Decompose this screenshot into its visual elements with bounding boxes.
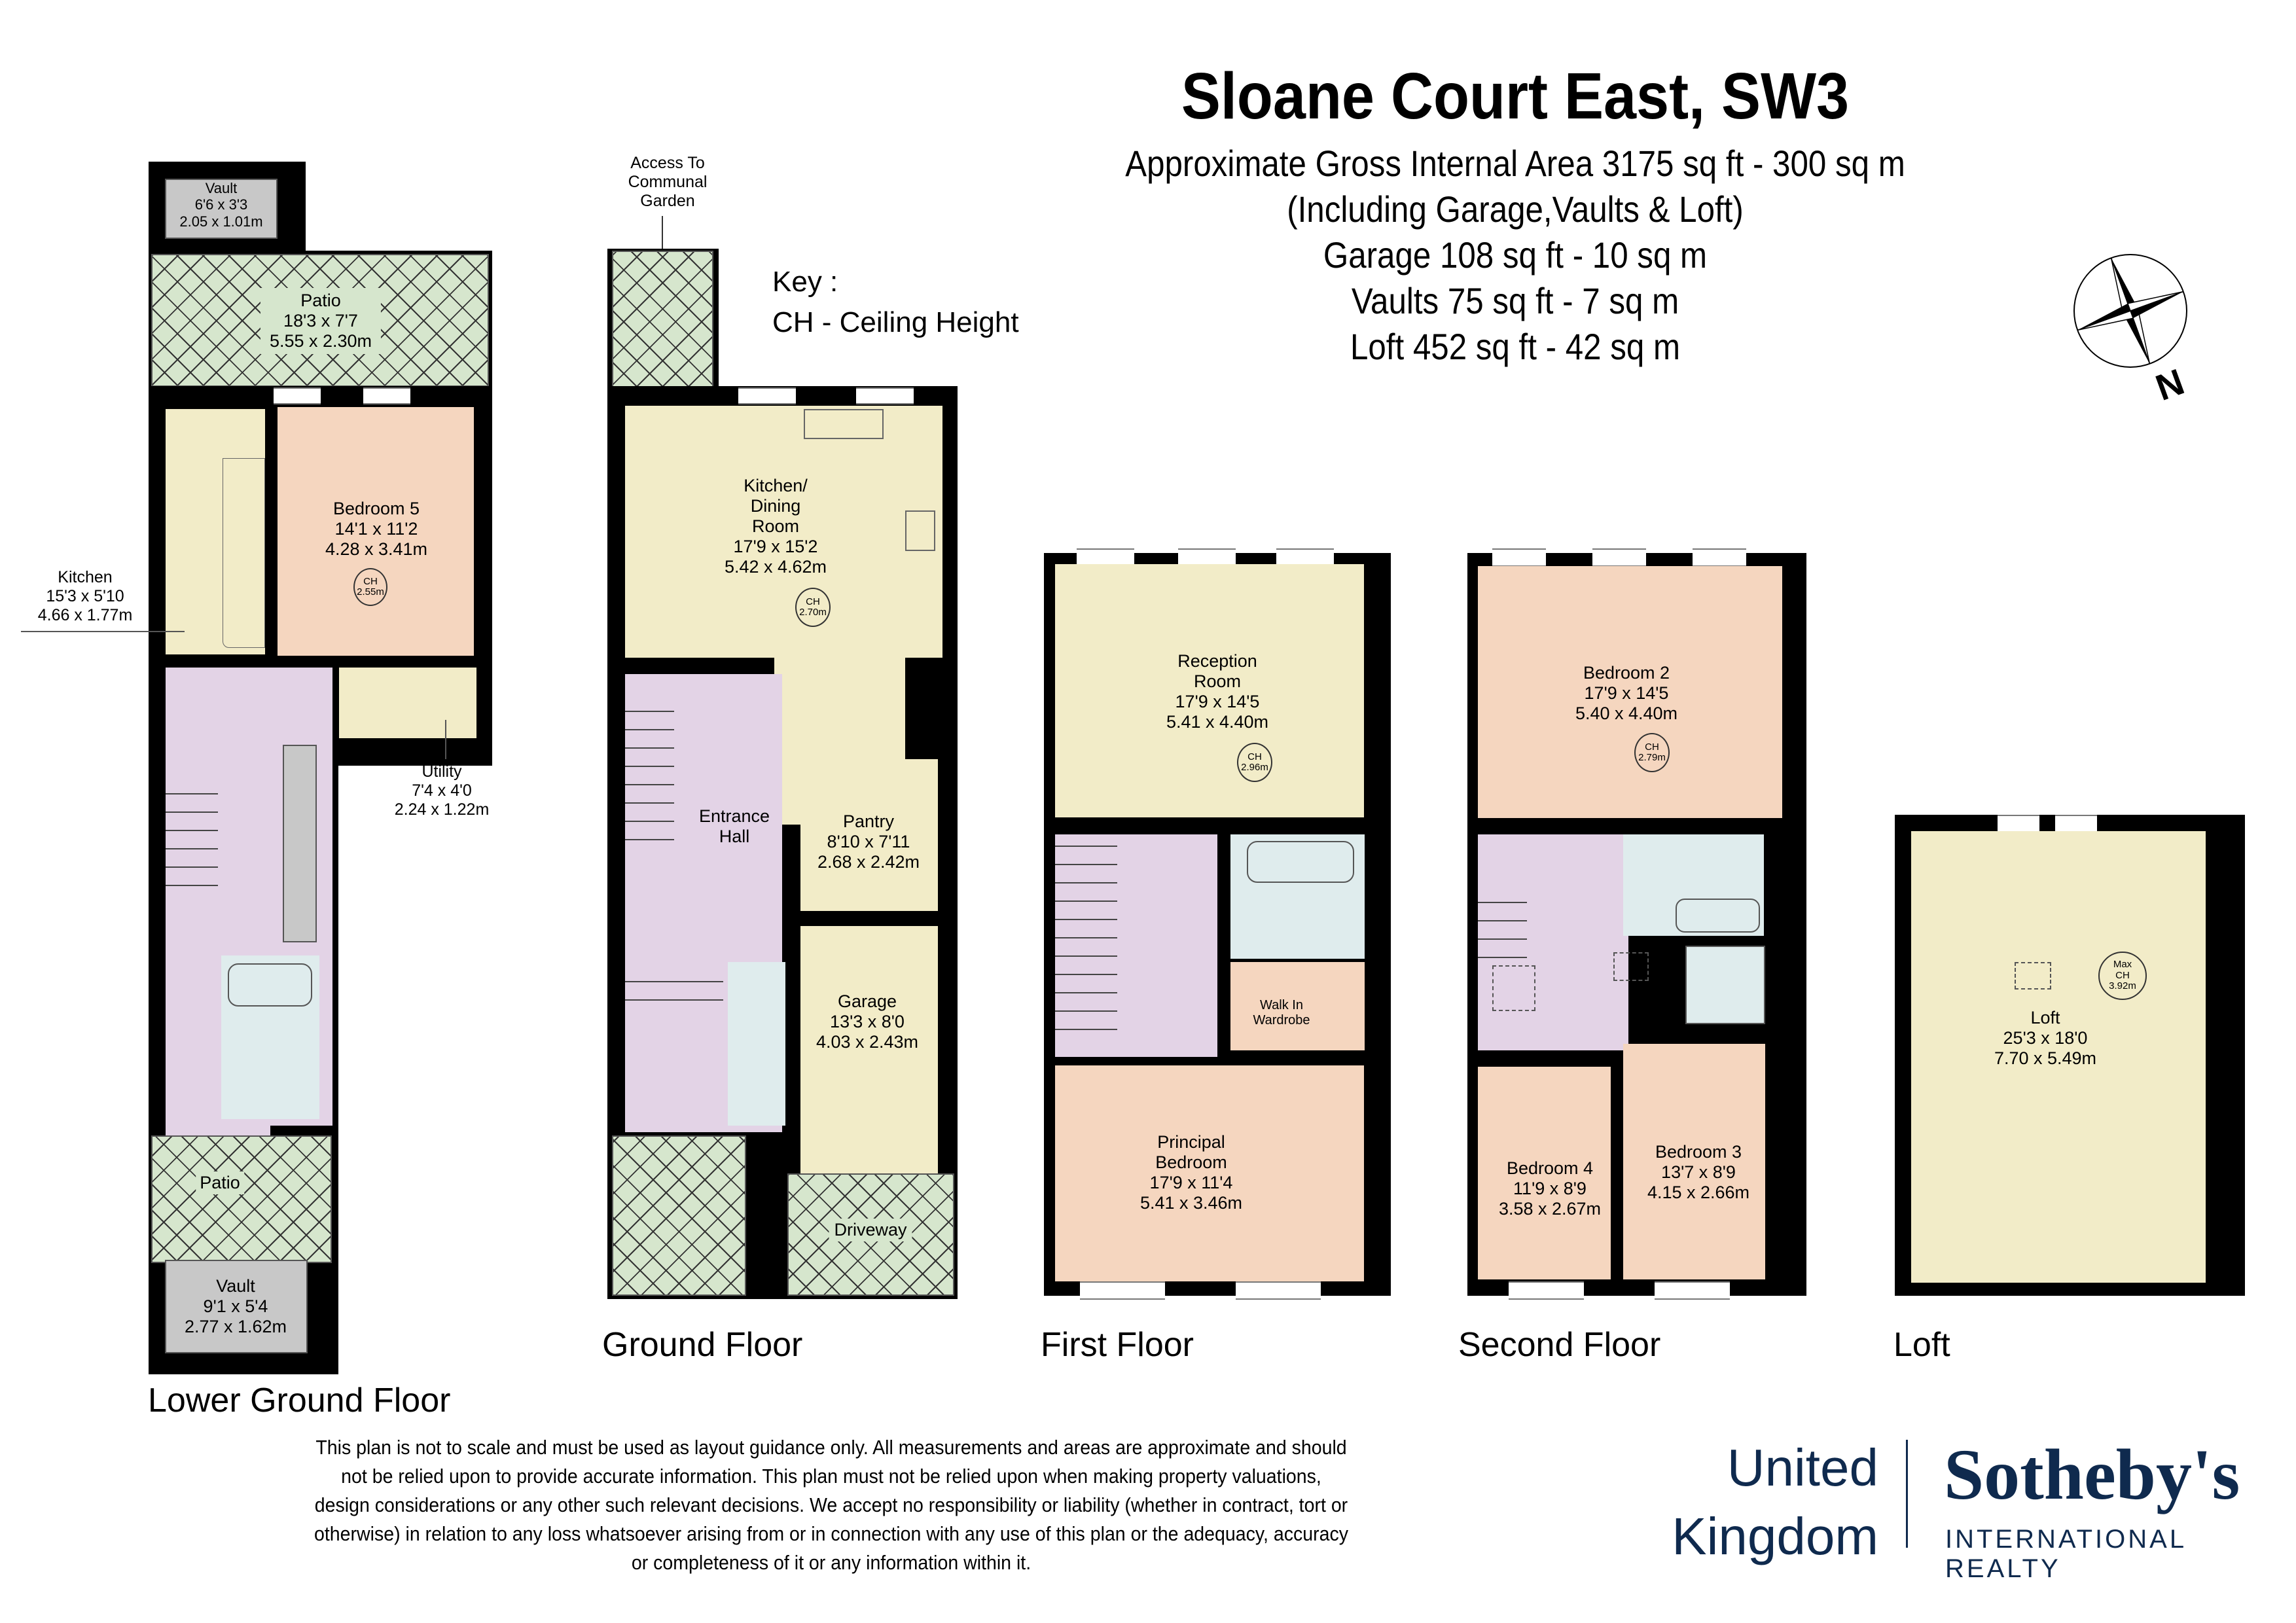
garage-label: Garage 13'3 x 8'0 4.03 x 2.43m	[816, 991, 919, 1052]
inclusion-note: (Including Garage,Vaults & Loft)	[1287, 188, 1744, 230]
walk-in-wardrobe	[1230, 962, 1365, 1050]
entrance-hall-label: Entrance Hall	[698, 806, 770, 847]
vault-top-label: Vault 6'6 x 3'3 2.05 x 1.01m	[179, 180, 263, 230]
sink-icon	[804, 409, 884, 439]
utility-label: Utility 7'4 x 4'0 2.24 x 1.22m	[394, 762, 490, 819]
driveway-label: Driveway	[829, 1219, 912, 1242]
pantry-label: Pantry 8'10 x 7'11 2.68 x 2.42m	[817, 812, 920, 872]
second-staircase	[1478, 887, 1527, 975]
kitchen-lower-label: Kitchen 15'3 x 5'10 4.66 x 1.77m	[37, 568, 133, 624]
bathtub-icon	[228, 963, 312, 1007]
loft-label: Loft 25'3 x 18'0 7.70 x 5.49m	[1994, 1008, 2097, 1069]
compass: N	[2072, 252, 2189, 408]
brand-divider	[1906, 1440, 1908, 1548]
garage-area: Garage 108 sq ft - 10 sq m	[1323, 234, 1708, 276]
ceiling-height-reception: CH 2.96m	[1237, 743, 1272, 782]
plan-header: Sloane Court East, SW3 Approximate Gross…	[1024, 59, 2006, 370]
principal-bedroom	[1055, 1065, 1364, 1281]
reception-room	[1055, 564, 1364, 817]
key-title: Key :	[772, 266, 838, 298]
patio-bottom	[151, 1135, 332, 1263]
ground-cloakroom	[728, 962, 785, 1126]
lower-bathroom	[221, 955, 319, 1119]
bedroom-4-label: Bedroom 4 11'9 x 8'9 3.58 x 2.67m	[1498, 1158, 1602, 1219]
ceiling-height-kitchen-dining: CH 2.70m	[795, 588, 831, 627]
bedroom-5-label: Bedroom 5 14'1 x 11'2 4.28 x 3.41m	[325, 499, 428, 560]
loft-title: Loft	[1893, 1326, 1950, 1364]
ceiling-height-bedroom-5: CH 2.55m	[353, 568, 387, 606]
bedroom-5	[278, 407, 474, 656]
brand-name: Sotheby's	[1944, 1435, 2240, 1514]
ground-staircase	[625, 694, 674, 857]
loft-room	[1911, 831, 2206, 1283]
gross-area-line: Approximate Gross Internal Area 3175 sq …	[1125, 143, 1905, 184]
vault-bottom	[165, 1260, 308, 1353]
ceiling-height-bedroom-2: CH 2.79m	[1634, 733, 1670, 772]
patio-top-label: Patio 18'3 x 7'7 5.55 x 2.30m	[260, 288, 382, 355]
vaults-area: Vaults 75 sq ft - 7 sq m	[1351, 280, 1679, 321]
disclaimer: This plan is not to scale and must be us…	[314, 1436, 1348, 1574]
second-floor-title: Second Floor	[1458, 1326, 1661, 1364]
loft-hatch	[1613, 952, 1649, 981]
vault-bottom-label: Vault 9'1 x 5'4 2.77 x 1.62m	[184, 1276, 287, 1337]
front-path	[612, 1135, 746, 1296]
garden-access-path	[612, 251, 713, 389]
reception-room-label: Reception Room 17'9 x 14'5 5.41 x 4.40m	[1166, 651, 1269, 732]
ground-floor-title: Ground Floor	[602, 1326, 803, 1364]
compass-rose-icon	[2073, 254, 2187, 368]
brand-tagline: INTERNATIONAL REALTY	[1945, 1525, 2186, 1583]
kitchen-dining-label: Kitchen/ Dining Room 17'9 x 15'2 5.42 x …	[724, 476, 827, 577]
utility	[339, 668, 476, 738]
ceiling-height-loft: Max CH 3.92m	[2098, 952, 2147, 1000]
first-bathroom	[1230, 834, 1365, 959]
bedroom-3	[1623, 1044, 1765, 1279]
key-entry: CH - Ceiling Height	[772, 306, 1019, 338]
key-legend: Key : CH - Ceiling Height	[772, 262, 1019, 343]
walk-in-wardrobe-label: Walk In Wardrobe	[1253, 998, 1310, 1027]
bedroom-2-label: Bedroom 2 17'9 x 14'5 5.40 x 4.40m	[1575, 663, 1678, 724]
brand-region: United Kingdom	[1672, 1438, 1878, 1565]
pantry	[800, 759, 938, 911]
property-title: Sloane Court East, SW3	[1181, 60, 1850, 133]
skylight	[2015, 962, 2051, 990]
lower-ground-floor-title: Lower Ground Floor	[148, 1382, 451, 1419]
loft-area: Loft 452 sq ft - 42 sq m	[1350, 326, 1681, 367]
bedroom-2	[1478, 566, 1782, 818]
first-floor-title: First Floor	[1041, 1326, 1194, 1364]
hob-icon	[905, 510, 935, 551]
patio-bottom-label: Patio	[196, 1171, 244, 1195]
second-shower-room	[1685, 946, 1765, 1024]
bathtub-icon	[1676, 899, 1760, 933]
lower-staircase	[166, 792, 218, 903]
bedroom-3-label: Bedroom 3 13'7 x 8'9 4.15 x 2.66m	[1647, 1142, 1750, 1203]
bathtub-icon	[1247, 841, 1354, 883]
bedroom-4	[1478, 1067, 1611, 1279]
principal-bedroom-label: Principal Bedroom 17'9 x 11'4 5.41 x 3.4…	[1139, 1132, 1243, 1213]
second-bathroom	[1623, 834, 1764, 936]
lower-storage	[283, 745, 317, 942]
access-note: Access To Communal Garden	[628, 154, 708, 210]
vault-top	[165, 179, 278, 239]
first-staircase	[1055, 844, 1117, 1047]
kitchen-pointer-line	[21, 631, 185, 632]
garage	[800, 926, 938, 1175]
